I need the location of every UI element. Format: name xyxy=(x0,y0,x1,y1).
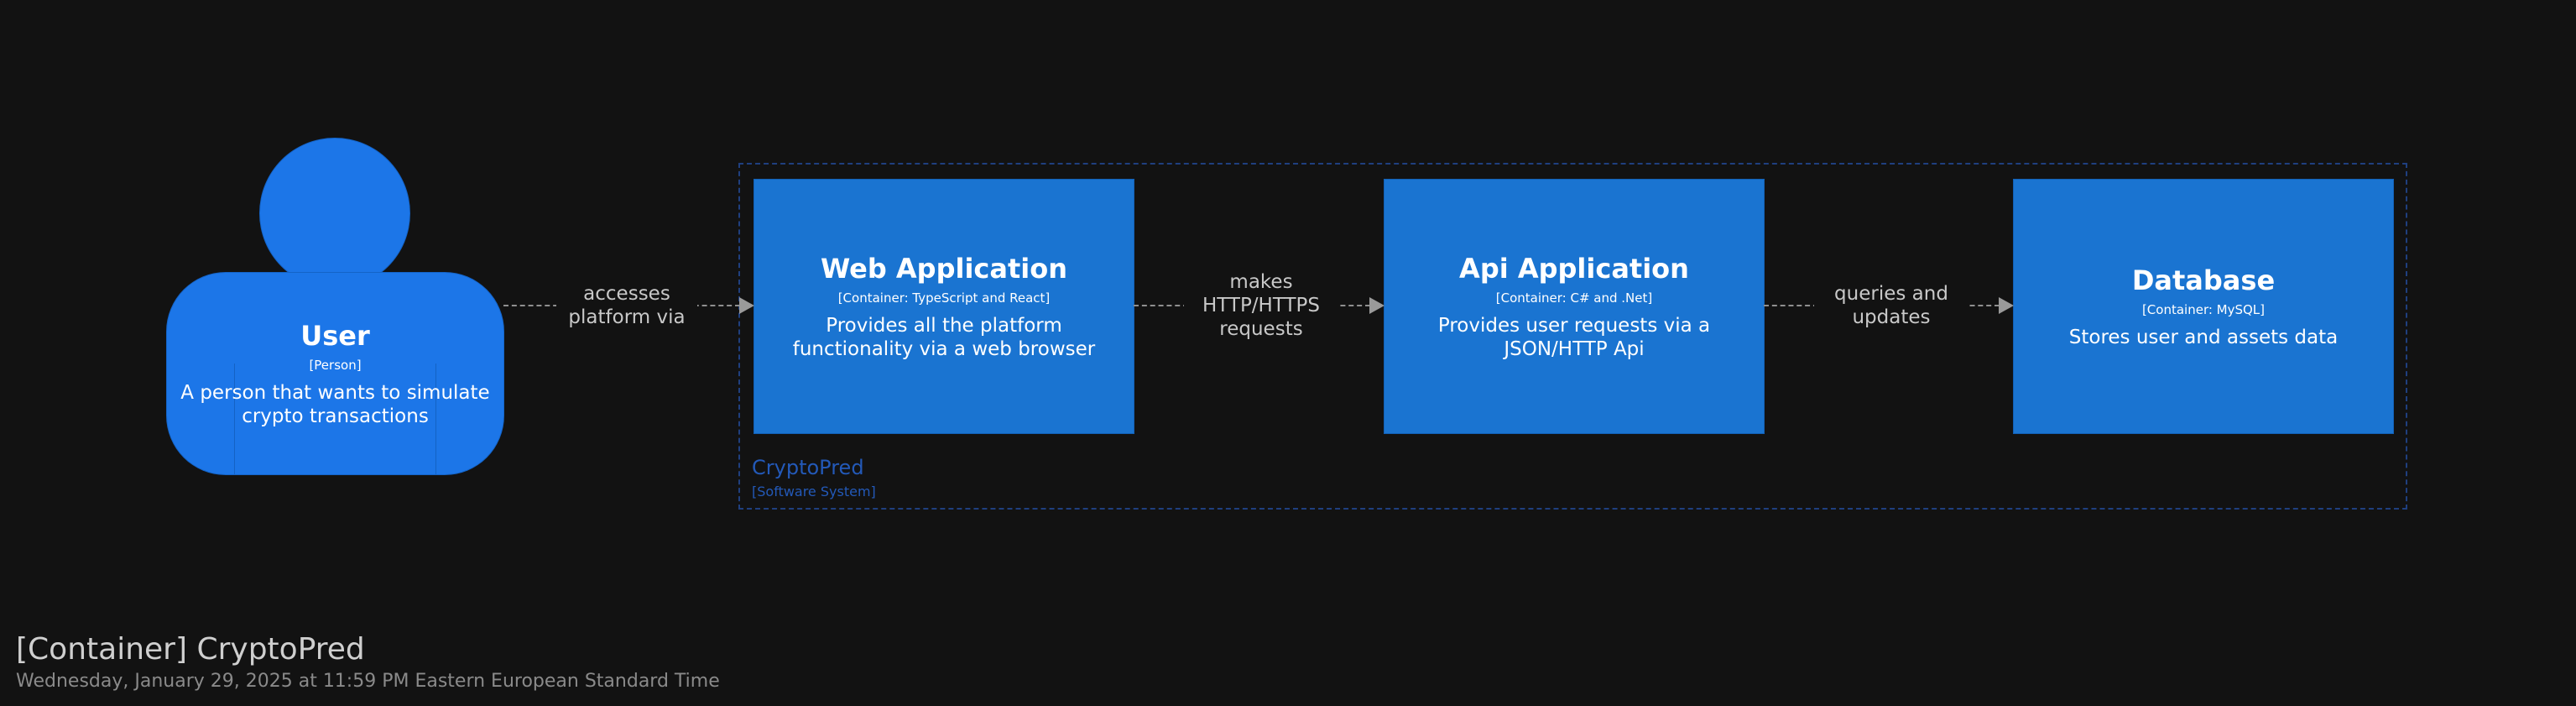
person-arm-divider xyxy=(234,363,235,474)
node-description: Stores user and assets data xyxy=(2068,327,2339,348)
edge-label-makes-requests: makes HTTP/HTTPS requests xyxy=(1184,270,1338,341)
node-api-application: Api Application [Container: C# and .Net]… xyxy=(1384,180,1764,433)
node-type: [Container: TypeScript and React] xyxy=(837,290,1051,306)
node-type: [Container: MySQL] xyxy=(2141,302,2266,317)
node-type: [Container: C# and .Net] xyxy=(1495,290,1653,306)
edge-label-accesses: accesses platform via xyxy=(556,282,697,329)
diagram-title: [Container] CryptoPred xyxy=(16,632,365,667)
node-title: User xyxy=(300,320,370,352)
node-description: Provides user requests via a JSON/HTTP A… xyxy=(1437,315,1711,360)
person-body-shape xyxy=(167,273,503,474)
boundary-name: CryptoPred xyxy=(752,456,864,479)
node-type: [Person] xyxy=(309,358,362,373)
node-description: A person that wants to simulate crypto t… xyxy=(180,382,490,427)
boundary-type: [Software System] xyxy=(752,484,876,499)
system-boundary: CryptoPred [Software System] xyxy=(738,163,2407,510)
node-database: Database [Container: MySQL] Stores user … xyxy=(2014,180,2393,433)
edge-label-queries: queries and updates xyxy=(1814,282,1969,329)
arrow-head-icon xyxy=(1999,297,2014,314)
arrow-head-icon xyxy=(739,297,754,314)
arrow-head-icon xyxy=(1369,297,1384,314)
node-user: User [Person] A person that wants to sim… xyxy=(167,306,503,441)
person-arm-divider xyxy=(435,363,436,474)
node-description: Provides all the platform functionality … xyxy=(792,315,1096,360)
node-title: Api Application xyxy=(1459,253,1689,285)
person-head-icon xyxy=(260,139,409,288)
node-title: Database xyxy=(2131,264,2276,296)
node-web-application: Web Application [Container: TypeScript a… xyxy=(754,180,1134,433)
node-title: Web Application xyxy=(820,253,1067,285)
diagram-timestamp: Wednesday, January 29, 2025 at 11:59 PM … xyxy=(16,671,720,692)
